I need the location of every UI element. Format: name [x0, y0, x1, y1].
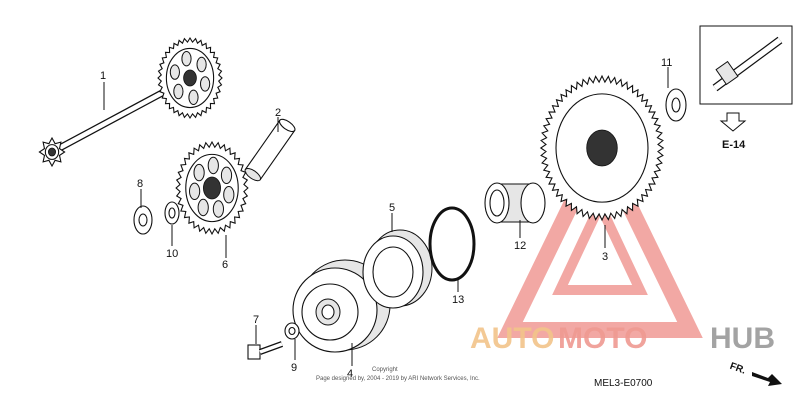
part-6-gear [175, 140, 249, 236]
callout-6[interactable]: 6 [222, 259, 228, 271]
copyright-line-1: Copyright [372, 367, 398, 373]
e14-reference-inset [699, 25, 793, 132]
callout-5[interactable]: 5 [389, 202, 395, 214]
callout-2[interactable]: 2 [275, 107, 281, 119]
front-direction-arrow-icon [752, 372, 782, 386]
part-13-snap-ring [428, 206, 476, 282]
callout-12[interactable]: 12 [514, 240, 526, 252]
callout-13[interactable]: 13 [452, 294, 464, 306]
part-5-one-way-clutch [362, 229, 433, 309]
callout-11[interactable]: 11 [661, 57, 672, 69]
part-11-washer [665, 88, 687, 122]
part-7-bolt [247, 341, 284, 360]
copyright-line-2: Page designed by, 2004 - 2019 by ARI Net… [316, 376, 480, 382]
part-2-sleeve [244, 118, 296, 182]
callout-7[interactable]: 7 [253, 314, 259, 326]
part-8-washer [133, 205, 153, 235]
part-10-thrust-washer [164, 201, 180, 225]
callout-1[interactable]: 1 [100, 70, 106, 82]
watermark-part-3: HUB [710, 322, 775, 355]
part-3-large-gear [539, 74, 665, 222]
watermark-part-1: AUTO [470, 322, 554, 355]
callout-4[interactable]: 4 [347, 368, 353, 380]
watermark-part-2: MOTO [558, 322, 647, 355]
leader-lines [103, 67, 669, 366]
part-12-needle-bearing [484, 182, 546, 224]
callout-10[interactable]: 10 [166, 248, 178, 260]
direction-label: FR. [728, 361, 747, 377]
diagram-code: MEL3-E0700 [594, 378, 653, 389]
watermark-logo-icon [497, 126, 703, 338]
down-arrow-icon [719, 112, 747, 132]
callout-9[interactable]: 9 [291, 362, 297, 374]
callout-8[interactable]: 8 [137, 178, 143, 190]
watermark-text: AUTO MOTO HUB [470, 322, 775, 355]
reference-label-e14[interactable]: E-14 [722, 139, 746, 151]
part-1-shaft-assembly [38, 36, 223, 168]
part-9-washer [284, 322, 300, 340]
callout-3[interactable]: 3 [602, 251, 608, 263]
